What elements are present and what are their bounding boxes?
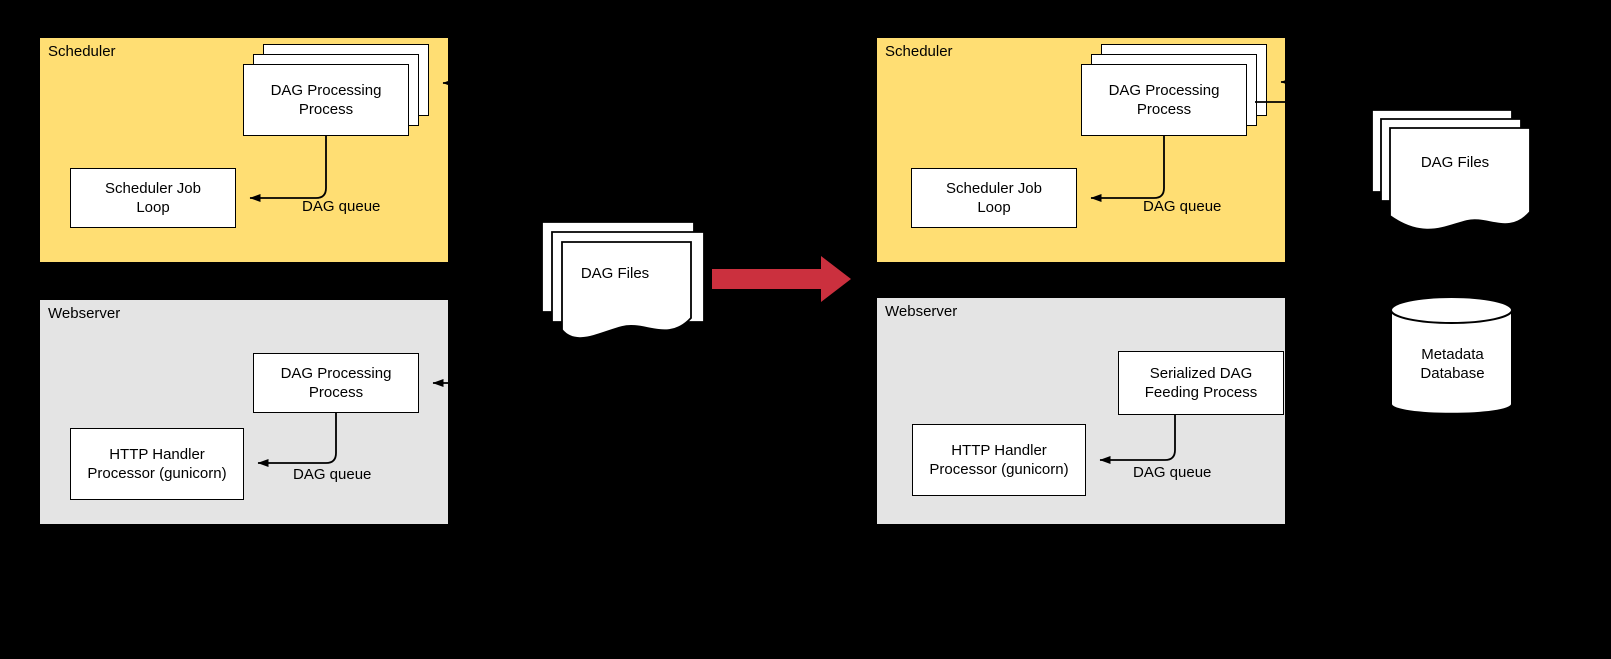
left-scheduler-title: Scheduler <box>48 43 116 60</box>
left-webserver-dag-queue-label: DAG queue <box>293 466 372 483</box>
left-scheduler-dag-queue-label: DAG queue <box>302 198 381 215</box>
right-scheduler-dag-processing-process[interactable]: DAG Processing Process <box>1081 64 1247 136</box>
right-webserver-http-handler-label: HTTP Handler Processor (gunicorn) <box>929 441 1069 478</box>
metadata-database-label: Metadata Database <box>1420 346 1485 383</box>
right-scheduler-job-loop[interactable]: Scheduler Job Loop <box>911 168 1077 228</box>
right-webserver-http-handler[interactable]: HTTP Handler Processor (gunicorn) <box>912 424 1086 496</box>
right-scheduler-job-loop-label: Scheduler Job Loop <box>946 179 1042 216</box>
left-webserver-http-handler-label: HTTP Handler Processor (gunicorn) <box>87 445 227 482</box>
left-scheduler-dag-processing-process[interactable]: DAG Processing Process <box>243 64 409 136</box>
right-webserver-serialized-dag-label: Serialized DAG Feeding Process <box>1144 364 1258 401</box>
right-scheduler-dag-process-label: DAG Processing Process <box>1108 81 1220 118</box>
right-scheduler-title: Scheduler <box>885 43 953 60</box>
left-scheduler-dag-process-label: DAG Processing Process <box>270 81 382 118</box>
center-dag-files-label: DAG Files <box>580 265 650 282</box>
transition-red-arrow <box>712 256 851 302</box>
left-webserver-dag-processing-process[interactable]: DAG Processing Process <box>253 353 419 413</box>
left-webserver-title: Webserver <box>48 305 121 322</box>
left-webserver-dag-process-label: DAG Processing Process <box>280 364 392 401</box>
left-webserver-http-handler[interactable]: HTTP Handler Processor (gunicorn) <box>70 428 244 500</box>
right-webserver-title: Webserver <box>885 303 958 320</box>
right-webserver-serialized-dag-feeding-process[interactable]: Serialized DAG Feeding Process <box>1118 351 1284 415</box>
right-scheduler-dag-queue-label: DAG queue <box>1143 198 1222 215</box>
left-scheduler-job-loop-label: Scheduler Job Loop <box>105 179 201 216</box>
right-dag-files-label: DAG Files <box>1420 154 1490 171</box>
left-scheduler-job-loop[interactable]: Scheduler Job Loop <box>70 168 236 228</box>
right-webserver-dag-queue-label: DAG queue <box>1133 464 1212 481</box>
